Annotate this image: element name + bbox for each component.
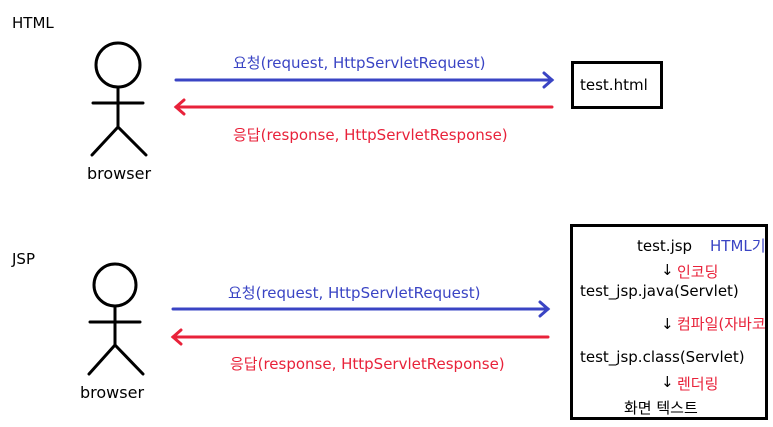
step-label-compile: 컴파일(자바코 (677, 315, 766, 333)
down-arrow-icon: ↓ (661, 373, 674, 391)
jsp-process-box: test.jsp HTML기 ↓ 인코딩 test_jsp.java(Servl… (570, 224, 768, 420)
actor-label-html: browser (87, 164, 152, 183)
jsp-class-file: test_jsp.class(Servlet) (580, 348, 745, 366)
down-arrow-icon: ↓ (661, 261, 674, 279)
step-label-encoding: 인코딩 (677, 263, 719, 281)
actor-label-jsp: browser (80, 383, 145, 402)
request-arrow-jsp (171, 300, 551, 318)
request-label-html: 요청(request, HttpServletRequest) (233, 54, 486, 72)
section-label-html: HTML (12, 14, 54, 32)
response-arrow-html (173, 98, 554, 116)
section-label-jsp: JSP (12, 250, 35, 268)
browser-actor-html (90, 41, 148, 157)
request-label-jsp: 요청(request, HttpServletRequest) (228, 284, 481, 302)
render-output: 화면 텍스트 (624, 399, 698, 417)
server-file-box-html: test.html (571, 61, 663, 109)
response-label-html: 응답(response, HttpServletResponse) (233, 126, 508, 144)
jsp-source-file: test.jsp (637, 237, 693, 255)
jsp-source-note: HTML기 (710, 237, 766, 255)
request-arrow-html (174, 71, 555, 89)
target-file-html: test.html (580, 76, 648, 94)
down-arrow-icon: ↓ (661, 315, 674, 333)
step-label-render: 렌더링 (677, 375, 719, 393)
response-arrow-jsp (170, 328, 550, 346)
browser-actor-jsp (87, 262, 145, 376)
jsp-java-file: test_jsp.java(Servlet) (580, 282, 739, 300)
response-label-jsp: 응답(response, HttpServletResponse) (230, 355, 505, 373)
